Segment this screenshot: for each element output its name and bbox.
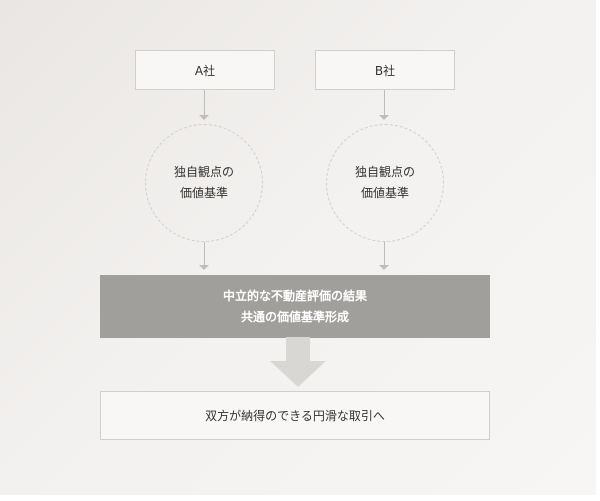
result-line1: 中立的な不動産評価の結果 <box>222 288 367 303</box>
value-criteria-circle-b: 独自観点の 価値基準 <box>326 124 444 242</box>
connector-b-bottom <box>384 242 385 266</box>
company-a-label: A社 <box>194 63 216 78</box>
circle-a-line1: 独自観点の <box>173 165 234 179</box>
circle-b-line2: 価値基準 <box>360 186 409 200</box>
connector-a-bottom <box>204 242 205 266</box>
value-criteria-circle-a: 独自観点の 価値基準 <box>145 124 263 242</box>
connector-a-top <box>204 90 205 116</box>
result-line2: 共通の価値基準形成 <box>240 309 349 324</box>
arrowhead-a-bottom <box>199 265 209 270</box>
arrowhead-b-top <box>379 115 389 120</box>
company-a-box: A社 <box>135 50 275 90</box>
down-arrow-icon <box>270 337 326 387</box>
arrowhead-b-bottom <box>379 265 389 270</box>
smooth-transaction-box: 双方が納得のできる円滑な取引へ <box>100 391 490 440</box>
connector-b-top <box>384 90 385 116</box>
company-b-box: B社 <box>315 50 455 90</box>
arrowhead-a-top <box>199 115 209 120</box>
neutral-evaluation-result-bar: 中立的な不動産評価の結果 共通の価値基準形成 <box>100 275 490 338</box>
company-b-label: B社 <box>374 63 396 78</box>
circle-a-line2: 価値基準 <box>179 186 228 200</box>
final-label: 双方が納得のできる円滑な取引へ <box>205 409 385 423</box>
circle-b-line1: 独自観点の <box>354 165 415 179</box>
